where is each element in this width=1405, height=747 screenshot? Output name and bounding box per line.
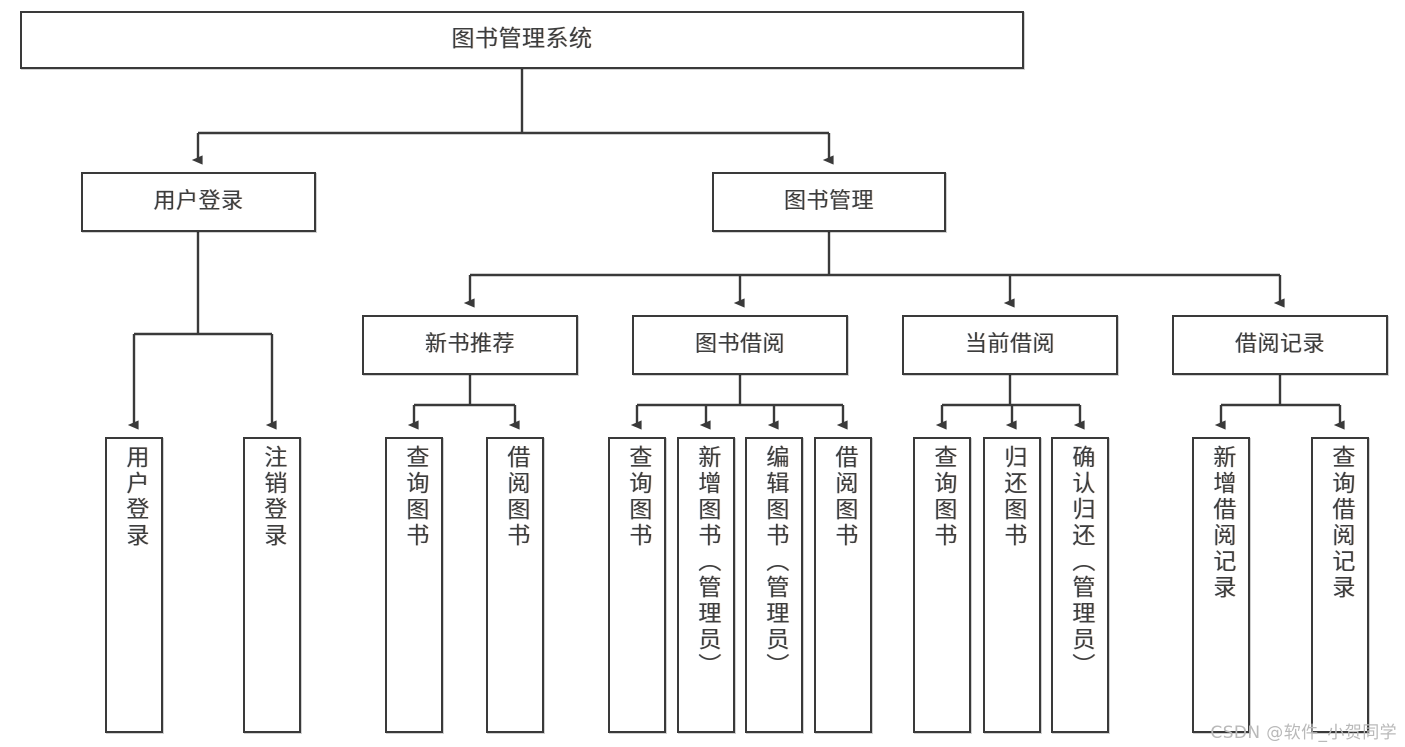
leaf-label: 归还图书 [999, 445, 1026, 549]
leaf-label: 用户登录 [121, 445, 148, 549]
node-user-login[interactable]: 用户登录 [81, 172, 316, 232]
leaf-label: 编辑图书（管理员） [761, 445, 788, 679]
leaf-label: 查询借阅记录 [1327, 445, 1354, 601]
node-borrow-records-label: 借阅记录 [1234, 332, 1325, 358]
leaf-borrow-book[interactable]: 借阅图书 [814, 437, 872, 733]
watermark: CSDN @软件_小贺同学 [1210, 723, 1397, 743]
node-current-borrow-label: 当前借阅 [964, 332, 1055, 358]
node-book-borrow[interactable]: 图书借阅 [632, 315, 848, 375]
leaf-add-book-admin[interactable]: 新增图书（管理员） [677, 437, 735, 733]
node-borrow-records[interactable]: 借阅记录 [1172, 315, 1388, 375]
leaf-label: 新增借阅记录 [1208, 445, 1235, 601]
leaf-label: 注销登录 [259, 445, 286, 549]
leaf-query-books-current[interactable]: 查询图书 [913, 437, 971, 733]
leaf-label: 借阅图书 [502, 445, 529, 549]
leaf-user-login[interactable]: 用户登录 [105, 437, 163, 733]
node-current-borrow[interactable]: 当前借阅 [902, 315, 1118, 375]
leaf-query-borrow-record[interactable]: 查询借阅记录 [1311, 437, 1369, 733]
leaf-label: 查询图书 [624, 445, 651, 549]
leaf-label: 确认归还（管理员） [1067, 445, 1094, 679]
leaf-query-books-borrow[interactable]: 查询图书 [608, 437, 666, 733]
node-new-book-recommend-label: 新书推荐 [424, 332, 515, 358]
node-book-management-label: 图书管理 [783, 189, 874, 215]
leaf-borrow-books-recommend[interactable]: 借阅图书 [486, 437, 544, 733]
leaf-logout[interactable]: 注销登录 [243, 437, 301, 733]
leaf-query-books-recommend[interactable]: 查询图书 [385, 437, 443, 733]
node-new-book-recommend[interactable]: 新书推荐 [362, 315, 578, 375]
leaf-label: 借阅图书 [830, 445, 857, 549]
node-root-label: 图书管理系统 [451, 26, 593, 53]
leaf-label: 查询图书 [929, 445, 956, 549]
node-book-management[interactable]: 图书管理 [712, 172, 946, 232]
leaf-edit-book-admin[interactable]: 编辑图书（管理员） [745, 437, 803, 733]
node-book-borrow-label: 图书借阅 [694, 332, 785, 358]
node-root[interactable]: 图书管理系统 [20, 11, 1024, 69]
leaf-return-book[interactable]: 归还图书 [983, 437, 1041, 733]
leaf-confirm-return-admin[interactable]: 确认归还（管理员） [1051, 437, 1109, 733]
node-user-login-label: 用户登录 [153, 189, 244, 215]
leaf-add-borrow-record[interactable]: 新增借阅记录 [1192, 437, 1250, 733]
leaf-label: 新增图书（管理员） [693, 445, 720, 679]
leaf-label: 查询图书 [401, 445, 428, 549]
